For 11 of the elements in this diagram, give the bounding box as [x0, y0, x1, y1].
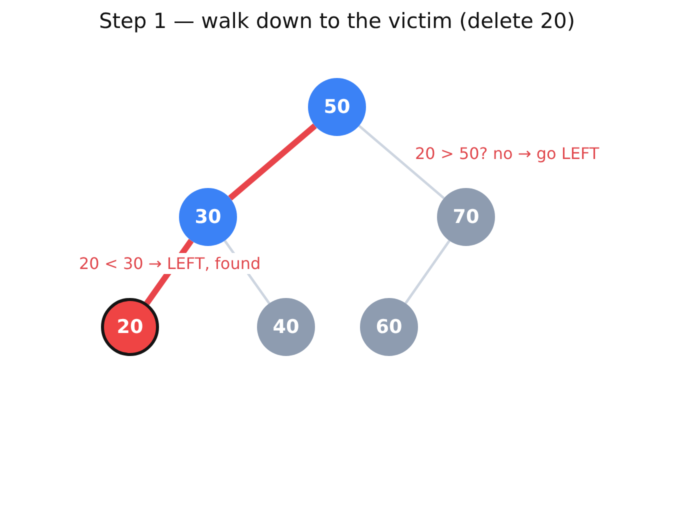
tree-edge	[404, 240, 450, 304]
tree-node: 30	[179, 188, 237, 246]
tree-edge	[228, 124, 317, 200]
tree-node: 40	[257, 298, 315, 356]
tree-node: 20	[101, 298, 159, 356]
step-note: 20 > 50? no → go LEFT	[414, 143, 600, 164]
tree-node: 70	[437, 188, 495, 246]
title: Step 1 — walk down to the victim (delete 20)	[98, 9, 576, 33]
tree-edge	[358, 124, 445, 200]
tree-node: 50	[308, 78, 366, 136]
tree-node: 60	[360, 298, 418, 356]
